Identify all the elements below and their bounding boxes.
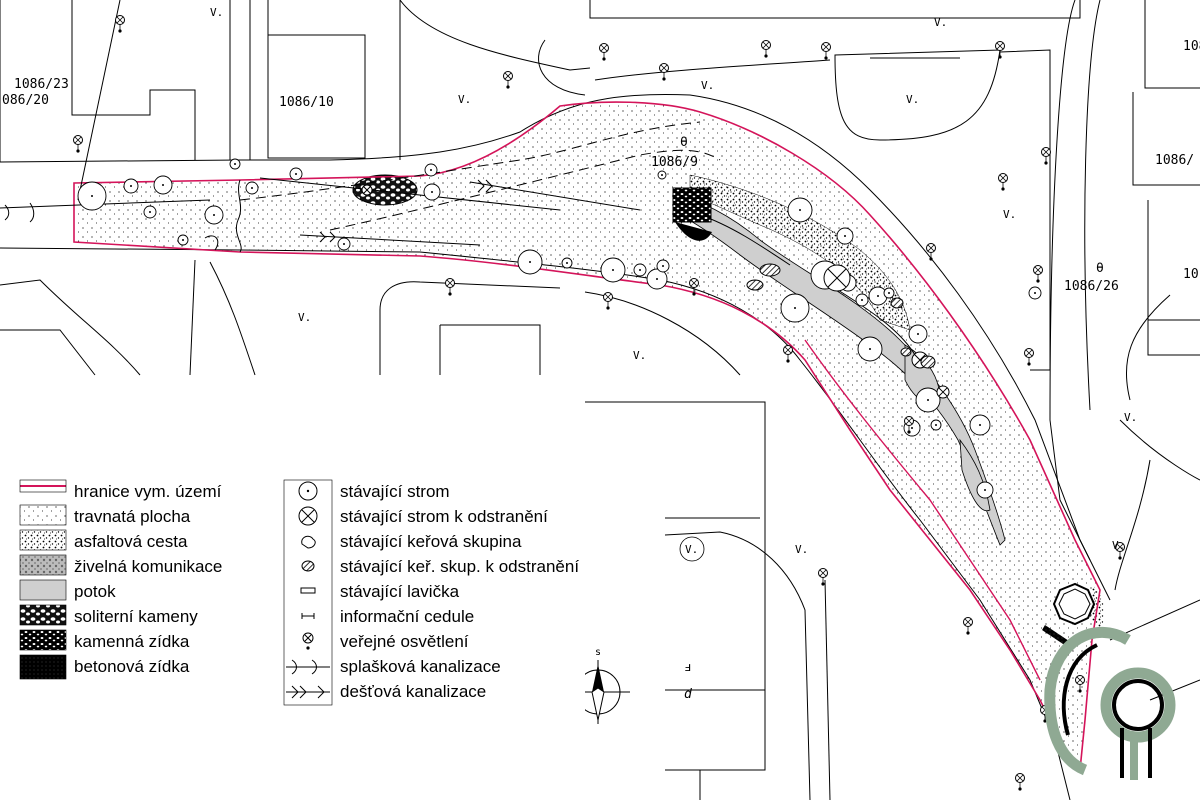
legend-label: veřejné osvětlení bbox=[340, 632, 469, 651]
parcel-label: 086/20 bbox=[2, 93, 49, 108]
legend-label: dešťová kanalizace bbox=[340, 682, 486, 701]
legend-label: travnatá plocha bbox=[74, 507, 191, 526]
stream bbox=[674, 194, 1006, 546]
legend-label: informační cedule bbox=[340, 607, 474, 626]
theta-mark: θ bbox=[680, 135, 688, 150]
shrub-remove-icon bbox=[746, 279, 764, 291]
shrub-remove-icon bbox=[920, 355, 936, 369]
grass-symbol: V. bbox=[795, 543, 808, 556]
grass-symbol: V. bbox=[934, 16, 947, 29]
tree-layer bbox=[77, 158, 1042, 499]
legend-label: kamenná zídka bbox=[74, 632, 190, 651]
legend-label: stávající strom k odstranění bbox=[340, 507, 548, 526]
studio-logo bbox=[1044, 626, 1176, 780]
compass-letter: s bbox=[595, 647, 601, 658]
legend-label: stávající keřová skupina bbox=[340, 532, 522, 551]
legend-label: potok bbox=[74, 582, 116, 601]
sewer-lines bbox=[0, 0, 641, 246]
parcel-label: 1086/23 bbox=[14, 77, 69, 92]
grass-symbol: V. bbox=[1124, 411, 1137, 424]
grass-symbol: V. bbox=[685, 543, 698, 556]
grass-symbol-layer: V. V. V. V. V. V. V. V. V. V. V. V. bbox=[210, 6, 1137, 562]
legend-label: soliterní kameny bbox=[74, 607, 198, 626]
parcel-labels: 1086/23 086/20 1086/10 1086/9 1086/ 1086… bbox=[2, 39, 1200, 702]
parcel-label: 1086/ bbox=[1155, 153, 1194, 168]
grass-symbol: V. bbox=[701, 79, 714, 92]
grass-symbol: V. bbox=[210, 6, 223, 19]
theta-mark: θ bbox=[1096, 261, 1104, 276]
grass-symbol: V. bbox=[1003, 208, 1016, 221]
grass-symbol: V. bbox=[458, 93, 471, 106]
parcel-label: 1086/26 bbox=[1064, 279, 1119, 294]
legend-label: stávající strom bbox=[340, 482, 450, 501]
legend-label: asfaltová cesta bbox=[74, 532, 188, 551]
shrub-remove-icon bbox=[900, 347, 912, 357]
grass-symbol: V. bbox=[906, 93, 919, 106]
legend-label: stávající keř. skup. k odstranění bbox=[340, 557, 579, 576]
shrub-remove-icon bbox=[890, 297, 904, 309]
legend-left: hranice vym. území travnatá plocha asfal… bbox=[19, 479, 222, 680]
grass-symbol: V. bbox=[633, 349, 646, 362]
parcel-label: 1086/ bbox=[1183, 39, 1200, 54]
grass-symbol: V. bbox=[298, 311, 311, 324]
area-letter: d bbox=[684, 687, 692, 702]
legend-label: hranice vym. území bbox=[74, 482, 222, 501]
legend-label: živelná komunikace bbox=[74, 557, 222, 576]
street-light-layer bbox=[73, 15, 1125, 791]
small-mark: ⅎ bbox=[684, 660, 692, 675]
legend-label: splašková kanalizace bbox=[340, 657, 501, 676]
parcel-label: 1086/10 bbox=[279, 95, 334, 110]
grass-symbol: V. bbox=[1112, 539, 1125, 552]
legend-right: stávající strom stávající strom k odstra… bbox=[283, 479, 579, 706]
parcel-label: 10 bbox=[1183, 267, 1199, 282]
legend-label: betonová zídka bbox=[74, 657, 190, 676]
shrub-remove-icon bbox=[759, 263, 781, 277]
legend-label: stávající lavička bbox=[340, 582, 460, 601]
parcel-label: 1086/9 bbox=[651, 155, 698, 170]
